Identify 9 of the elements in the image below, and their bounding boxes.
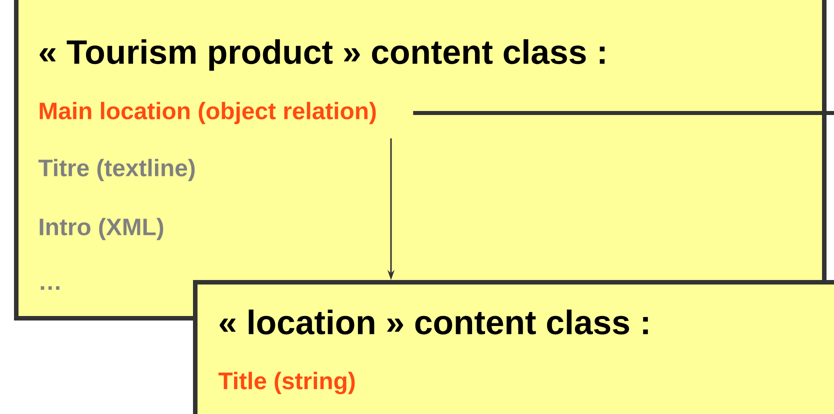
attribute-text: Intro (XML) (40, 218, 164, 240)
class-heading: « Tourism product » content class : (40, 39, 605, 71)
attribute-text: Titre (textline) (38, 158, 195, 182)
attribute-text: Title (string) (218, 372, 355, 394)
class-heading: « location » content class : (220, 310, 648, 334)
connector-line (413, 111, 834, 115)
relation-text: Main location (object relation) (40, 102, 376, 124)
attribute-text: … (40, 286, 60, 290)
class-box (193, 280, 834, 414)
